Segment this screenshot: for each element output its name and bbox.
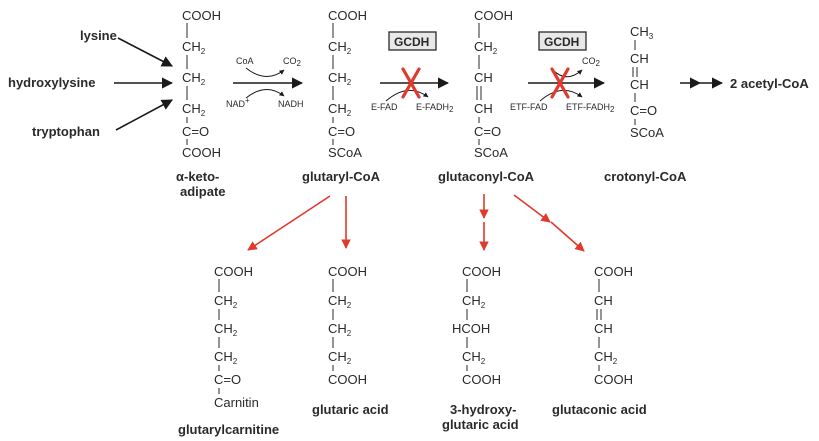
glutaconic-acid-structure: COOH CH CH CH2 COOH glutaconic acid bbox=[552, 264, 647, 417]
crotonyl-coa-name: crotonyl-CoA bbox=[604, 169, 687, 184]
ketoadipate-name-line1: α-keto- bbox=[176, 169, 219, 184]
glutaconic-acid-name: glutaconic acid bbox=[552, 402, 647, 417]
svg-text:HCOH: HCOH bbox=[452, 321, 490, 336]
tryptophan-arrow bbox=[115, 99, 173, 131]
coa-cofactor: CoA bbox=[236, 56, 254, 66]
svg-text:CH2: CH2 bbox=[462, 293, 486, 310]
svg-text:COOH: COOH bbox=[182, 8, 221, 23]
glutaconyl-coa-structure: COOH CH2 CH CH C=O SCoA glutaconyl-CoA bbox=[438, 8, 535, 184]
svg-text:COOH: COOH bbox=[462, 264, 501, 279]
glutaric-acid-name: glutaric acid bbox=[312, 402, 389, 417]
svg-text:C=O: C=O bbox=[182, 124, 209, 139]
gcdh-label-2: GCDH bbox=[544, 35, 579, 49]
glutaryl-coa-structure: COOH CH2 CH2 CH2 C=O SCoA glutaryl-CoA bbox=[302, 8, 381, 184]
efad-cofactor: E-FAD bbox=[371, 102, 398, 112]
tryptophan-label: tryptophan bbox=[32, 124, 100, 139]
svg-text:COOH: COOH bbox=[594, 372, 633, 387]
svg-text:C=O: C=O bbox=[214, 372, 241, 387]
co2-cofactor-2: CO2 bbox=[582, 56, 601, 68]
svg-text:CH2: CH2 bbox=[182, 39, 206, 56]
svg-text:COOH: COOH bbox=[474, 8, 513, 23]
svg-text:COOH: COOH bbox=[328, 8, 367, 23]
svg-text:CH: CH bbox=[474, 70, 493, 85]
svg-text:SCoA: SCoA bbox=[474, 145, 508, 160]
carnitin-group: Carnitin bbox=[214, 395, 259, 410]
svg-text:CH2: CH2 bbox=[474, 39, 498, 56]
svg-text:CH2: CH2 bbox=[182, 70, 206, 87]
etffad-cofactor: ETF-FAD bbox=[510, 102, 548, 112]
svg-text:CH2: CH2 bbox=[328, 293, 352, 310]
step-to-acetyl-coa: 2 acetyl-CoA bbox=[680, 76, 809, 91]
arrow-to-glutaconic-1 bbox=[513, 194, 551, 223]
svg-text:SCoA: SCoA bbox=[630, 125, 664, 140]
svg-text:CH2: CH2 bbox=[182, 101, 206, 118]
svg-text:CH2: CH2 bbox=[214, 349, 238, 366]
svg-text:CH2: CH2 bbox=[214, 321, 238, 338]
svg-text:CH2: CH2 bbox=[328, 70, 352, 87]
hydroxyglutaric-acid-name-line2: glutaric acid bbox=[442, 417, 519, 432]
svg-text:CH2: CH2 bbox=[328, 321, 352, 338]
glutaric-acid-structure: COOH CH2 CH2 CH2 COOH glutaric acid bbox=[312, 264, 389, 417]
svg-text:CH2: CH2 bbox=[328, 101, 352, 118]
hydroxyglutaric-acid-name-line1: 3-hydroxy- bbox=[450, 402, 516, 417]
block-mark-2 bbox=[550, 67, 570, 99]
svg-text:COOH: COOH bbox=[462, 372, 501, 387]
svg-text:C=O: C=O bbox=[474, 124, 501, 139]
arrow-to-glutarylcarnitine bbox=[247, 195, 331, 251]
svg-text:CH2: CH2 bbox=[328, 39, 352, 56]
svg-text:SCoA: SCoA bbox=[328, 145, 362, 160]
ketoadipate-structure: COOH CH2 CH2 CH2 C=O COOH α-keto- adipat… bbox=[176, 8, 226, 199]
nad-cofactor: NAD+ bbox=[226, 96, 250, 109]
lysine-arrow bbox=[117, 37, 173, 67]
svg-text:COOH: COOH bbox=[328, 264, 367, 279]
svg-text:COOH: COOH bbox=[594, 264, 633, 279]
svg-text:C=O: C=O bbox=[630, 103, 657, 118]
nadh-cofactor: NADH bbox=[278, 99, 304, 109]
crotonyl-coa-structure: CH3 CH CH C=O SCoA crotonyl-CoA bbox=[604, 24, 687, 184]
co2-cofactor-1: CO2 bbox=[283, 56, 302, 68]
glutarylcarnitine-name: glutarylcarnitine bbox=[178, 422, 279, 437]
lysine-label: lysine bbox=[80, 28, 117, 43]
gcdh-box-2 bbox=[538, 31, 587, 51]
svg-text:CH: CH bbox=[594, 293, 613, 308]
svg-text:COOH: COOH bbox=[328, 372, 367, 387]
svg-text:CH3: CH3 bbox=[630, 24, 654, 41]
svg-text:CH2: CH2 bbox=[594, 349, 618, 366]
ketoadipate-name-line2: adipate bbox=[180, 184, 226, 199]
svg-text:CH2: CH2 bbox=[462, 349, 486, 366]
glutarylcarnitine-structure: COOH CH2 CH2 CH2 C=O Carnitin glutarylca… bbox=[178, 264, 279, 437]
efadh-cofactor: E-FADH2 bbox=[416, 102, 454, 114]
svg-text:CH: CH bbox=[594, 321, 613, 336]
precursors: lysine hydroxylysine tryptophan bbox=[8, 28, 174, 139]
step-decarboxylation: CoA CO2 NAD+ NADH bbox=[226, 56, 304, 109]
acetyl-coa-label: 2 acetyl-CoA bbox=[730, 76, 809, 91]
gcdh-box-1 bbox=[388, 31, 437, 51]
hydroxyglutaric-acid-structure: COOH CH2 HCOH CH2 COOH 3-hydroxy- glutar… bbox=[442, 264, 519, 432]
svg-text:COOH: COOH bbox=[214, 264, 253, 279]
block-mark-1 bbox=[401, 67, 421, 99]
svg-text:CH: CH bbox=[630, 77, 649, 92]
svg-text:CH2: CH2 bbox=[214, 293, 238, 310]
svg-text:CH2: CH2 bbox=[328, 349, 352, 366]
glutaconyl-coa-name: glutaconyl-CoA bbox=[438, 169, 535, 184]
arrow-to-glutaconic-2 bbox=[550, 221, 585, 252]
glutaryl-coa-name: glutaryl-CoA bbox=[302, 169, 381, 184]
etffadh-cofactor: ETF-FADH2 bbox=[566, 102, 615, 114]
hydroxylysine-label: hydroxylysine bbox=[8, 75, 95, 90]
svg-text:C=O: C=O bbox=[328, 124, 355, 139]
svg-text:COOH: COOH bbox=[182, 145, 221, 160]
step-gcdh-1: GCDH E-FAD E-FADH2 bbox=[371, 31, 454, 114]
step-gcdh-2: GCDH CO2 ETF-FAD ETF-FADH2 bbox=[510, 31, 615, 114]
svg-text:CH: CH bbox=[630, 51, 649, 66]
gcdh-label-1: GCDH bbox=[394, 35, 429, 49]
side-reaction-arrows bbox=[247, 194, 585, 252]
svg-text:CH: CH bbox=[474, 101, 493, 116]
